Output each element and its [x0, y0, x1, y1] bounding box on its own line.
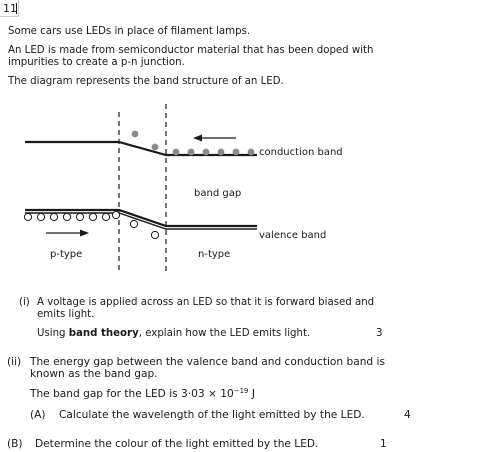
hole — [101, 212, 111, 222]
part-ii-text-a: The energy gap between the valence band … — [30, 356, 385, 368]
electron-direction-arrow — [193, 134, 236, 142]
electron — [187, 148, 195, 156]
intro-line-1: Some cars use LEDs in place of filament … — [8, 26, 251, 37]
hole — [88, 212, 98, 222]
conduction-band-label: conduction band — [259, 147, 343, 158]
question-number: 11 — [3, 2, 17, 15]
hole — [62, 212, 72, 222]
part-ii-numeral: (ii) — [7, 356, 22, 368]
hole — [36, 212, 46, 222]
hole — [49, 212, 59, 222]
band-theory-emphasis: band theory — [68, 328, 139, 339]
part-a-marks: 4 — [404, 409, 411, 421]
part-a-label: (A) — [30, 409, 46, 421]
electrons-group — [131, 130, 255, 156]
part-b-label: (B) — [7, 438, 23, 450]
hole — [129, 219, 139, 229]
valence-band-line-lower — [25, 212, 257, 230]
part-i-marks: 3 — [376, 328, 383, 339]
part-i-numeral: (i) — [19, 297, 30, 308]
electron — [217, 148, 225, 156]
hole — [150, 230, 160, 240]
part-i-instruction: Using band theory, explain how the LED e… — [37, 328, 311, 339]
intro-line-3: The diagram represents the band structur… — [8, 76, 284, 87]
n-type-label: n-type — [198, 249, 230, 260]
hole — [111, 210, 121, 220]
valence-band-label: valence band — [259, 230, 326, 241]
part-a-text: Calculate the wavelength of the light em… — [59, 409, 365, 421]
valence-band-line-upper — [25, 208, 257, 228]
hole — [23, 212, 33, 222]
electron — [131, 130, 139, 138]
text-cursor — [16, 3, 17, 14]
band-gap-given: The band gap for the LED is 3·03 × 10−19… — [30, 387, 255, 401]
hole — [75, 212, 85, 222]
electron — [247, 148, 255, 156]
holes-group — [23, 210, 160, 240]
conduction-band-line — [25, 140, 257, 157]
electron — [151, 143, 159, 151]
hole-direction-arrow — [46, 229, 89, 237]
part-ii-text-b: known as the band gap. — [30, 368, 158, 380]
part-b-text: Determine the colour of the light emitte… — [35, 438, 319, 450]
band-gap-label: band gap — [194, 188, 241, 199]
electron — [202, 148, 210, 156]
intro-line-2b: impurities to create a p-n junction. — [8, 57, 185, 68]
part-i-text-b: emits light. — [37, 309, 95, 320]
electron — [232, 148, 240, 156]
p-type-label: p-type — [50, 249, 82, 260]
electron — [172, 148, 180, 156]
part-i-text-a: A voltage is applied across an LED so th… — [37, 297, 375, 308]
part-b-marks: 1 — [380, 438, 387, 450]
question-number-box: 11 — [0, 0, 19, 17]
intro-line-2a: An LED is made from semiconductor materi… — [8, 45, 374, 56]
